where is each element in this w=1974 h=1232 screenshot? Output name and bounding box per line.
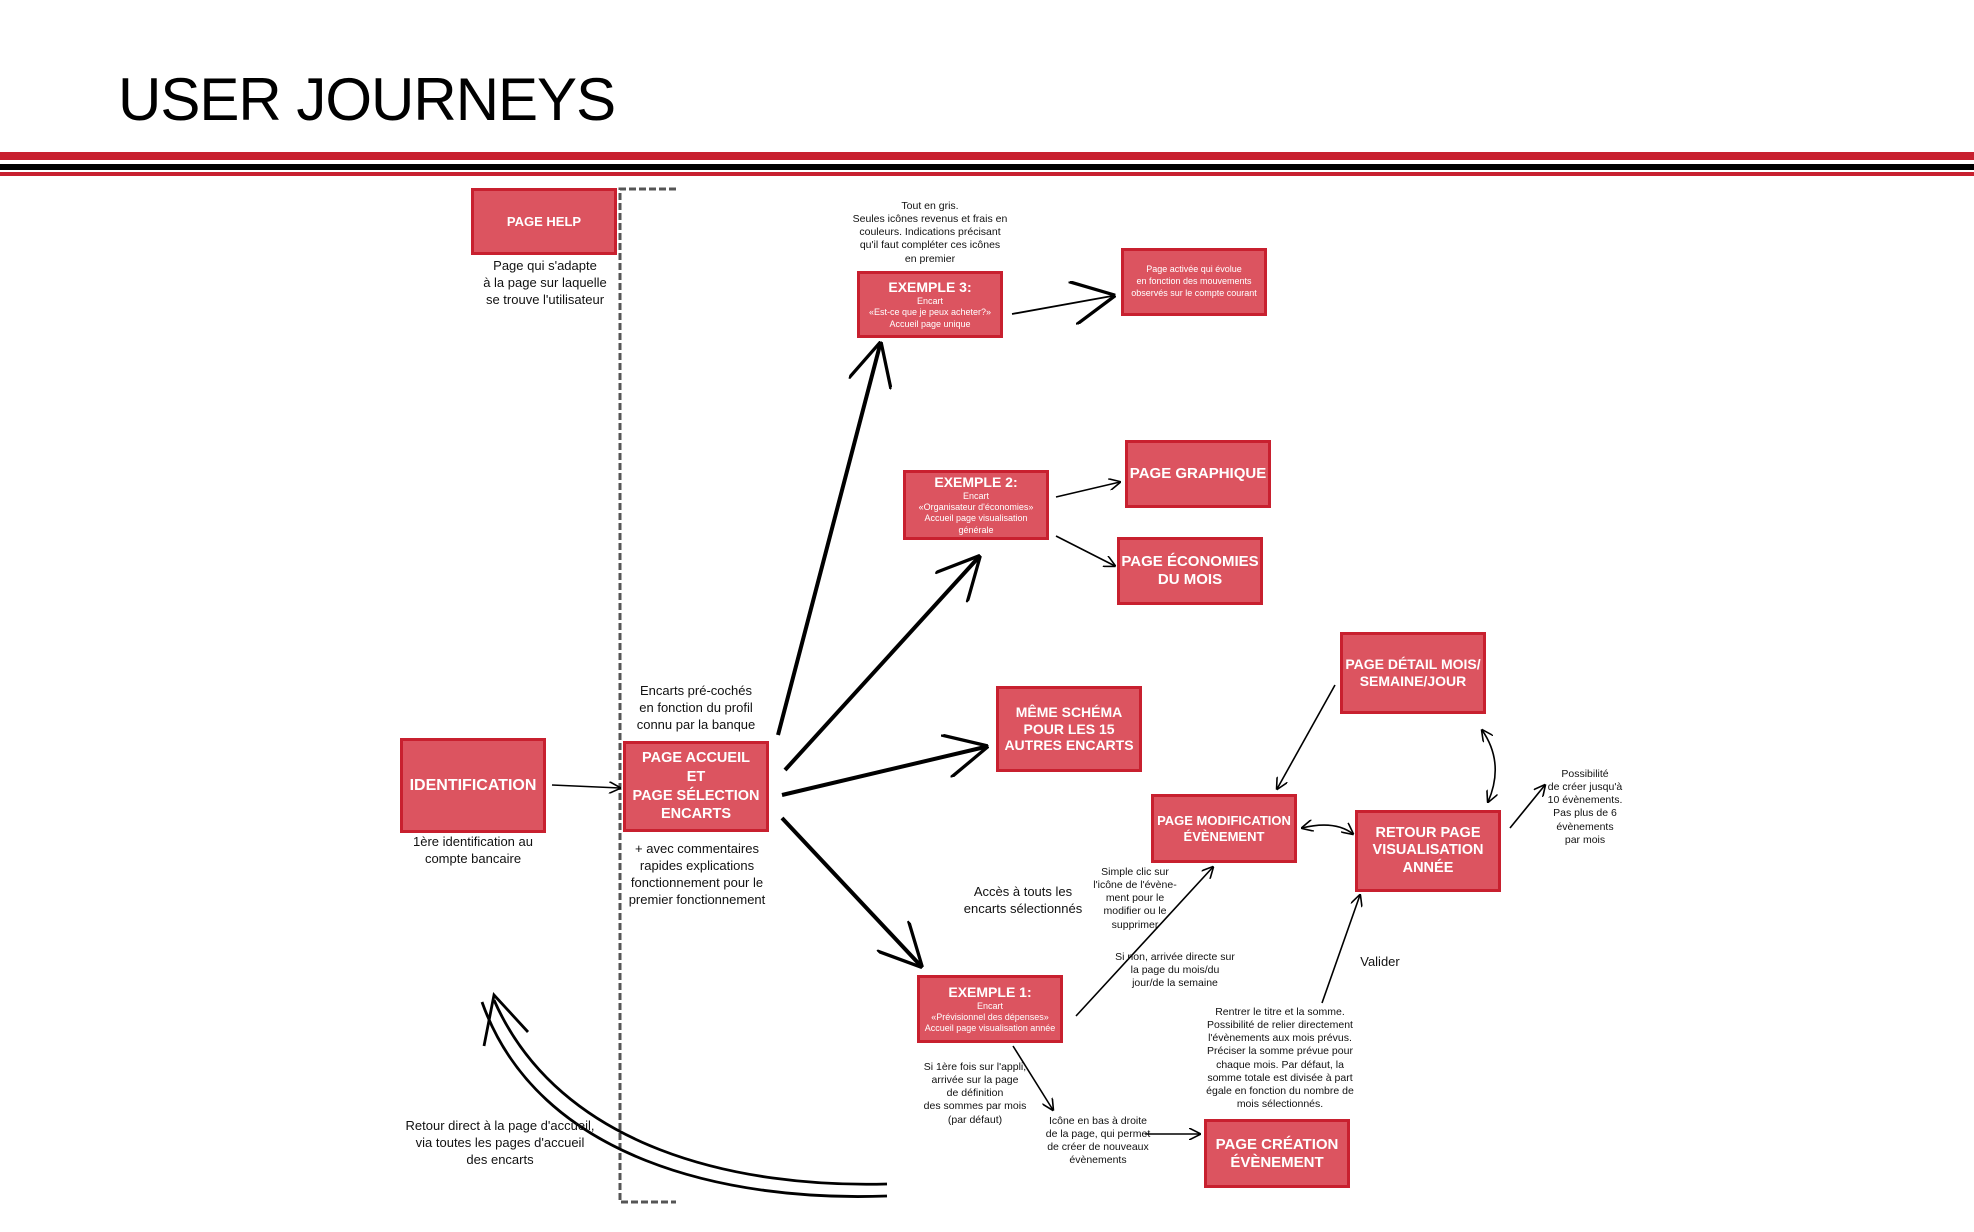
note-commentaires: + avec commentaires rapides explications… <box>628 841 766 907</box>
bracket-line <box>618 187 676 1204</box>
page-accueil-label: PAGE ACCUEIL ET PAGE SÉLECTION ENCARTS <box>632 749 760 823</box>
page-activee-box[interactable]: Page activée qui évolue en fonction des … <box>1121 248 1267 316</box>
arrow-detail-to-modification <box>1277 684 1336 789</box>
page-detail-label: PAGE DÉTAIL MOIS/ SEMAINE/JOUR <box>1345 656 1481 689</box>
note-acces: Accès à touts les encarts sélectionnés <box>963 884 1083 916</box>
exemple1-line3: Accueil page visualisation année <box>924 1023 1056 1034</box>
note-valider: Valider <box>1360 954 1400 969</box>
exemple1-line2: «Prévisionnel des dépenses» <box>931 1011 1049 1022</box>
note-identification: 1ère identification au compte bancaire <box>413 834 533 866</box>
arrow-retour-to-possibilite <box>1509 785 1545 829</box>
page-economies-box[interactable]: PAGE ÉCONOMIES DU MOIS <box>1117 537 1263 605</box>
arrow-creation-to-retour <box>1321 895 1360 1004</box>
exemple2-title: EXEMPLE 2: <box>934 474 1018 491</box>
page-modification-box[interactable]: PAGE MODIFICATION ÉVÈNEMENT <box>1151 794 1297 863</box>
arrow-accueil-to-meme-schema <box>781 747 985 797</box>
note-si-1ere: Si 1ère fois sur l'appli, arrivée sur la… <box>923 1061 1027 1126</box>
arrow-identification-to-accueil <box>551 785 620 788</box>
exemple3-line1: Encart <box>916 296 943 307</box>
arrow-exemple3-to-page-activee <box>1011 296 1112 314</box>
arrow-accueil-to-exemple1 <box>780 816 920 965</box>
arrow-accueil-to-exemple2 <box>783 558 978 772</box>
page-help-box[interactable]: PAGE HELP <box>471 188 617 255</box>
exemple3-title: EXEMPLE 3: <box>888 279 972 296</box>
exemple1-title: EXEMPLE 1: <box>948 983 1032 1000</box>
meme-schema-box[interactable]: MÊME SCHÉMA POUR LES 15 AUTRES ENCARTS <box>996 686 1142 772</box>
note-possibilite: Possibilité de créer jusqu'à 10 évènemen… <box>1547 768 1623 846</box>
arrow-modification-retour <box>1302 825 1353 834</box>
page-creation-box[interactable]: PAGE CRÉATION ÉVÈNEMENT <box>1204 1119 1350 1188</box>
exemple3-box[interactable]: EXEMPLE 3: Encart «Est-ce que je peux ac… <box>857 271 1003 338</box>
arrow-exemple2-to-economies <box>1055 535 1115 566</box>
exemple1-box[interactable]: EXEMPLE 1: Encart «Prévisionnel des dépe… <box>917 975 1063 1043</box>
exemple2-line3: Accueil page visualisation générale <box>924 513 1028 535</box>
exemple3-line2: «Est-ce que je peux acheter?» <box>868 307 992 318</box>
note-rentrer: Rentrer le titre et la somme. Possibilit… <box>1206 1006 1354 1110</box>
page-activee-label: Page activée qui évolue en fonction des … <box>1131 264 1257 298</box>
red-rule-top <box>0 152 1974 160</box>
exemple2-line2: «Organisateur d'économies» <box>918 502 1034 513</box>
page-help-label: PAGE HELP <box>506 213 582 229</box>
note-icone: Icône en bas à droite de la page, qui pe… <box>1045 1115 1151 1167</box>
page-graphique-box[interactable]: PAGE GRAPHIQUE <box>1125 440 1271 508</box>
note-simple-clic: Simple clic sur l'icône de l'évène- ment… <box>1093 866 1177 931</box>
page-title: USER JOURNEYS <box>118 66 616 133</box>
page-economies-label: PAGE ÉCONOMIES DU MOIS <box>1121 553 1259 588</box>
retour-page-box[interactable]: RETOUR PAGE VISUALISATION ANNÉE <box>1355 810 1501 892</box>
note-si-non: Si non, arrivée directe sur la page du m… <box>1115 951 1235 990</box>
note-retour-direct: Retour direct à la page d'accueil, via t… <box>405 1118 595 1167</box>
black-rule <box>0 164 1974 170</box>
page-creation-label: PAGE CRÉATION ÉVÈNEMENT <box>1215 1135 1339 1171</box>
exemple1-line1: Encart <box>976 1000 1003 1011</box>
meme-schema-label: MÊME SCHÉMA POUR LES 15 AUTRES ENCARTS <box>1004 703 1134 754</box>
identification-box[interactable]: IDENTIFICATION <box>400 738 546 833</box>
arrow-retour-detail <box>1482 730 1495 802</box>
page-modification-label: PAGE MODIFICATION ÉVÈNEMENT <box>1157 812 1291 844</box>
arrow-accueil-to-exemple3 <box>776 345 880 736</box>
exemple3-line3: Accueil page unique <box>889 318 971 329</box>
note-encarts-precoches: Encarts pré-cochés en fonction du profil… <box>636 683 756 732</box>
page-accueil-box[interactable]: PAGE ACCUEIL ET PAGE SÉLECTION ENCARTS <box>623 741 769 832</box>
exemple2-box[interactable]: EXEMPLE 2: Encart «Organisateur d'économ… <box>903 470 1049 540</box>
page-graphique-label: PAGE GRAPHIQUE <box>1129 465 1267 482</box>
note-help: Page qui s'adapte à la page sur laquelle… <box>483 258 607 307</box>
arrow-return-to-accueil <box>480 992 888 1198</box>
exemple2-line1: Encart <box>962 490 989 501</box>
identification-label: IDENTIFICATION <box>409 776 537 794</box>
note-exemple3: Tout en gris. Seules icônes revenus et f… <box>852 200 1008 265</box>
arrow-exemple1-to-icone <box>1012 1045 1053 1110</box>
retour-page-label: RETOUR PAGE VISUALISATION ANNÉE <box>1372 824 1484 876</box>
arrow-exemple2-to-graphique <box>1055 482 1120 498</box>
red-rule-bottom <box>0 172 1974 176</box>
page-detail-box[interactable]: PAGE DÉTAIL MOIS/ SEMAINE/JOUR <box>1340 632 1486 714</box>
arrow-exemple1-to-modification <box>1075 867 1213 1017</box>
